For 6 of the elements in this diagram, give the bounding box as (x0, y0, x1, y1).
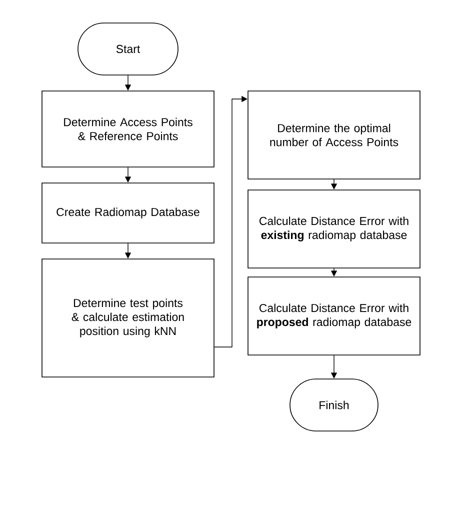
process-box: Determine the optimal number of Access Points (248, 90, 420, 180)
process-box: Calculate Distance Error with proposed radiomap database (248, 276, 420, 356)
process-box: Determine Access Points & Reference Points (42, 90, 214, 168)
process-box: Calculate Distance Error with existing radiomap database (248, 190, 420, 268)
process-box: Determine test points & calculate estimation position using kNN (42, 258, 214, 378)
process-box: Create Radiomap Database (42, 182, 214, 244)
